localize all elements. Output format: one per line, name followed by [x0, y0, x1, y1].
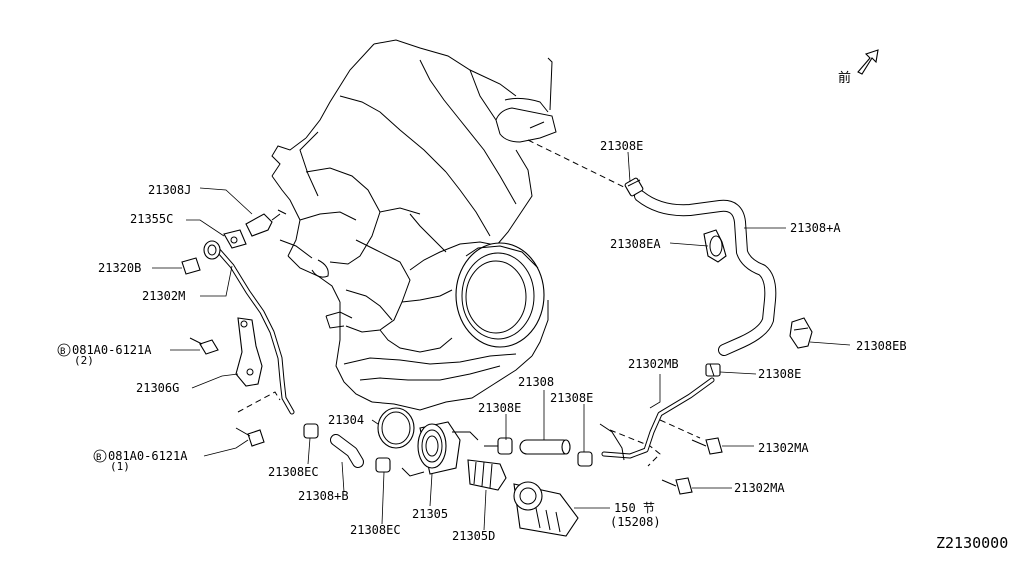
label-21308b: 21308+B — [298, 489, 349, 503]
clamp-21308e-top — [624, 177, 644, 197]
label-21305: 21305 — [412, 507, 448, 521]
label-150: 150 节 — [614, 501, 655, 515]
connector-21305d — [467, 459, 507, 491]
gasket-21304 — [377, 407, 415, 449]
clamp-21308ec-2 — [375, 457, 391, 473]
bolt-2 — [189, 337, 219, 355]
label-21308e-right: 21308E — [758, 367, 801, 381]
label-21355c: 21355C — [130, 212, 173, 226]
label-15208: (15208) — [610, 515, 661, 529]
clamp-21308e-mid2 — [577, 451, 593, 467]
clamp-21308ec-1 — [303, 423, 319, 439]
label-21308e-top: 21308E — [600, 139, 643, 153]
hose-21308a — [634, 190, 777, 356]
label-21302mb: 21302MB — [628, 357, 679, 371]
bolt2-circle-letter: B — [60, 347, 65, 357]
bolt-1 — [235, 427, 265, 447]
label-21308: 21308 — [518, 375, 554, 389]
bolt-21302ma-1 — [691, 437, 723, 455]
label-21304: 21304 — [328, 413, 364, 427]
clamp-21308eb — [789, 317, 813, 349]
label-bolt1-code: 081A0-6121A — [108, 449, 188, 463]
label-21308ec-1: 21308EC — [268, 465, 319, 479]
diagram-code: Z2130000 — [936, 534, 1008, 552]
label-21306g: 21306G — [136, 381, 179, 395]
front-arrow-icon — [857, 49, 879, 75]
clamp-21308ea — [703, 229, 727, 263]
label-bolt1-qty: (1) — [110, 460, 130, 473]
oil-filter-15208 — [513, 481, 579, 537]
label-21308e-mid1: 21308E — [478, 401, 521, 415]
label-bolt2-qty: (2) — [74, 354, 94, 367]
label-21308ea: 21308EA — [610, 237, 661, 251]
oil-cooler-21305 — [401, 421, 479, 477]
washer-21355c — [223, 229, 247, 249]
label-21305d: 21305D — [452, 529, 495, 543]
bolt-21302ma-2 — [661, 477, 693, 495]
engine-block — [271, 39, 557, 411]
hose-21308b — [330, 434, 364, 468]
plug-21320b — [181, 257, 201, 275]
pipe-21302m — [215, 247, 295, 415]
bolt1-circle-icon — [93, 449, 107, 463]
bolt1-circle-letter: B — [96, 453, 101, 463]
label-21308a: 21308+A — [790, 221, 841, 235]
label-bolt2-code: 081A0-6121A — [72, 343, 152, 357]
clamp-21308e-mid1 — [484, 437, 513, 455]
label-21320b: 21320B — [98, 261, 141, 275]
connector-21308j — [245, 209, 287, 237]
label-21308e-mid2: 21308E — [550, 391, 593, 405]
part-labels: 21308E 21308+A 21308EA 21308J 21355C 213… — [57, 70, 1008, 552]
bracket-21306g — [235, 317, 263, 387]
label-21302ma-1: 21302MA — [758, 441, 809, 455]
label-21302m: 21302M — [142, 289, 185, 303]
label-21308eb: 21308EB — [856, 339, 907, 353]
eye-fitting — [203, 240, 221, 260]
clamp-21308e-right — [705, 363, 721, 377]
leader-lines — [152, 151, 851, 531]
label-21308j: 21308J — [148, 183, 191, 197]
bolt2-circle-icon — [57, 343, 71, 357]
dashed-leaders — [237, 139, 701, 467]
label-21302ma-2: 21302MA — [734, 481, 785, 495]
hose-21308 — [519, 439, 571, 455]
front-mark: 前 — [838, 70, 851, 86]
label-21308ec-2: 21308EC — [350, 523, 401, 537]
pipe-21302mb — [599, 377, 715, 461]
